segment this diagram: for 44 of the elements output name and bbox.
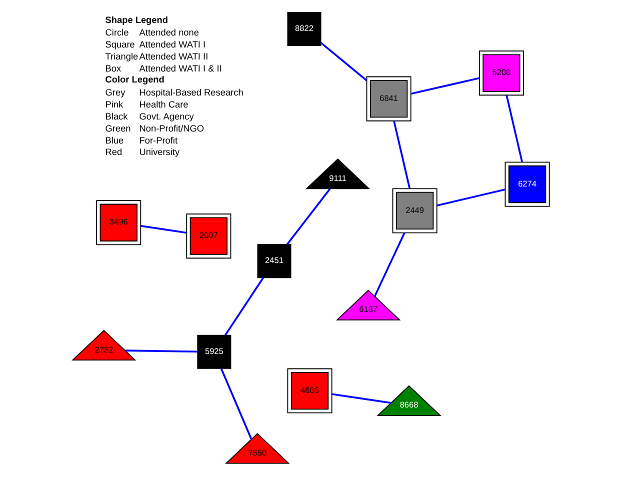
label: Govt. Agency [138, 111, 194, 122]
node-box: 4606 [286, 368, 332, 414]
node-box: 8822 [286, 12, 321, 46]
node-box: 2449 [392, 188, 437, 234]
label: Hospital-Based Research [138, 87, 243, 98]
label: University [138, 147, 180, 158]
label: Black [104, 111, 128, 122]
label: Red [104, 147, 122, 158]
connector [392, 120, 410, 189]
node-box: 5208 [478, 50, 524, 96]
connector [505, 95, 522, 162]
node-box: 2451 [256, 244, 291, 278]
label: Shape Legend [104, 14, 168, 25]
label: Box [104, 64, 121, 74]
node-box: 5925 [196, 334, 231, 369]
connector [320, 42, 367, 82]
connector [373, 232, 405, 297]
label: Health Care [138, 99, 188, 110]
node-box: 3496 [96, 200, 141, 246]
node-box: 6274 [504, 162, 550, 207]
label: Blue [104, 135, 124, 146]
connector [436, 188, 505, 206]
connector [224, 277, 264, 336]
label: Attended none [138, 28, 198, 38]
connector [286, 188, 330, 245]
node-box: 2007 [186, 214, 231, 259]
label: Circle [104, 28, 128, 38]
label: Square [104, 40, 134, 50]
label: Pink [104, 99, 123, 110]
label: Attended WATI I & II [138, 64, 222, 74]
label: Non-Profit/NGO [138, 123, 204, 134]
connector [410, 77, 479, 95]
label: Attended WATI II [138, 52, 208, 62]
label: Color Legend [104, 74, 164, 85]
label: For-Profit [138, 135, 178, 146]
label: Grey [104, 87, 125, 98]
label: Triangle [104, 52, 138, 62]
connector [140, 225, 186, 234]
connector [331, 393, 390, 404]
connector [220, 368, 252, 440]
connector [124, 350, 197, 353]
label: Attended WATI I [138, 40, 206, 50]
label: Green [104, 123, 130, 134]
node-box: 6841 [366, 76, 411, 122]
